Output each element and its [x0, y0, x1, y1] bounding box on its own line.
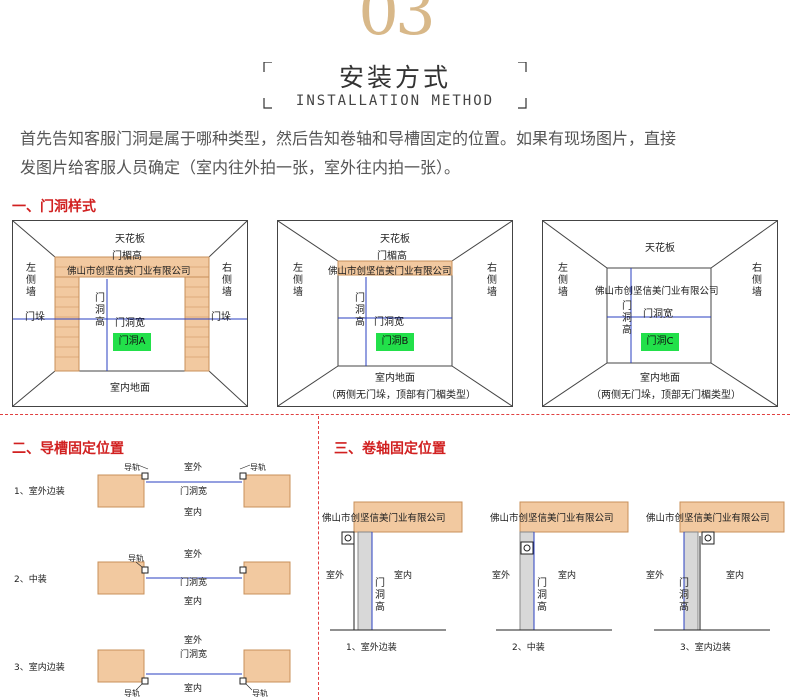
rail-label-right: 导轨: [250, 463, 266, 472]
intro-line-2: 发图片给客服人员确定（室内往外拍一张，室外往内拍一张）。: [20, 158, 461, 177]
width-label: 门洞宽: [643, 309, 673, 320]
left-wall-label: 左侧墙: [558, 263, 568, 298]
width-label: 门洞宽: [180, 650, 208, 660]
rail-item-3: 室外 门洞宽 室内 导轨 导轨 3、室内边装: [0, 628, 318, 700]
company-label: 佛山市创坚信美门业有限公司: [490, 513, 614, 524]
roller-caption: 1、室外边装: [346, 643, 397, 653]
company-label: 佛山市创坚信美门业有限公司: [67, 266, 191, 277]
rail-item-1-drawing: [97, 464, 291, 508]
roller-item-2: 佛山市创坚信美门业有限公司 室外 室内 门洞高 2、中装: [488, 498, 638, 658]
badge-door-b: 门洞B: [376, 333, 414, 351]
left-wall-label: 左侧墙: [26, 263, 36, 298]
outside-label: 室外: [326, 571, 345, 581]
intro-text: 首先告知客服门洞是属于哪种类型，然后告知卷轴和导槽固定的位置。如果有现场图片，直…: [20, 124, 780, 182]
roller-item-3: 佛山市创坚信美门业有限公司 室外 室内 门洞高 3、室内边装: [640, 498, 790, 658]
height-label: 门洞高: [622, 301, 632, 336]
roller-item-1: 佛山市创坚信美门业有限公司 室外 室内 门洞高 1、室外边装: [322, 498, 472, 658]
company-label: 佛山市创坚信美门业有限公司: [595, 286, 719, 297]
left-wall-label: 左侧墙: [293, 263, 303, 298]
diagram-c-lines: [543, 221, 777, 406]
rail-caption: 3、室内边装: [14, 663, 65, 673]
floor-label: 室内地面: [640, 373, 680, 384]
right-wall-label: 右侧墙: [752, 263, 762, 298]
inside-label: 室内: [184, 597, 203, 607]
pillar-right-label: 门垛: [211, 312, 231, 323]
section3-title: 三、卷轴固定位置: [334, 441, 446, 457]
diagram-a-lines: [13, 221, 247, 406]
rail-label: 导轨: [128, 554, 144, 563]
rail-caption: 1、室外边装: [14, 487, 65, 497]
outside-label: 室外: [184, 463, 203, 473]
rail-caption: 2、中装: [14, 575, 47, 585]
inside-label: 室内: [394, 571, 413, 581]
outside-label: 室外: [492, 571, 511, 581]
roller-item-3-drawing: [654, 501, 785, 631]
type-note: （两侧无门垛，顶部有门楣类型）: [326, 390, 476, 401]
lintel-label: 门楣高: [377, 251, 407, 262]
ceiling-label: 天花板: [645, 243, 675, 254]
title-brackets: [263, 62, 527, 109]
height-label: 门洞高: [375, 578, 385, 613]
width-label: 门洞宽: [180, 487, 208, 497]
roller-caption: 2、中装: [512, 643, 545, 653]
roller-item-1-drawing: [330, 501, 463, 631]
section1-title: 一、门洞样式: [12, 199, 96, 215]
width-label: 门洞宽: [374, 317, 404, 328]
door-diagram-c: 天花板 佛山市创坚信美门业有限公司 左侧墙 右侧墙 门洞高 门洞宽 门洞C 室内…: [542, 220, 778, 407]
inside-label: 室内: [558, 571, 577, 581]
ceiling-label: 天花板: [115, 234, 145, 245]
roller-item-2-drawing: [496, 501, 629, 631]
right-wall-label: 右侧墙: [222, 263, 232, 298]
inside-label: 室内: [726, 571, 745, 581]
roller-caption: 3、室内边装: [680, 643, 731, 653]
pillar-left-label: 门垛: [25, 312, 45, 323]
floor-label: 室内地面: [110, 383, 150, 394]
rail-item-2-drawing: [97, 561, 291, 595]
rail-item-3-drawing: [97, 649, 291, 691]
door-diagram-a: 天花板 门楣高 佛山市创坚信美门业有限公司 左侧墙 右侧墙 门垛 门垛 门洞高 …: [12, 220, 248, 407]
rail-item-2: 导轨 室外 门洞宽 室内 2、中装: [0, 540, 318, 610]
company-label: 佛山市创坚信美门业有限公司: [322, 513, 446, 524]
page-title: 安装方式: [338, 63, 451, 92]
height-label: 门洞高: [679, 578, 689, 613]
inside-label: 室内: [184, 508, 203, 518]
inside-label: 室内: [184, 684, 203, 694]
company-label: 佛山市创坚信美门业有限公司: [646, 513, 770, 524]
badge-door-c: 门洞C: [641, 333, 679, 351]
right-wall-label: 右侧墙: [487, 263, 497, 298]
lintel-label: 门楣高: [112, 251, 142, 262]
badge-door-a: 门洞A: [113, 333, 151, 351]
outside-label: 室外: [184, 636, 203, 646]
rail-label-left: 导轨: [124, 463, 140, 472]
section-number: 03: [358, 0, 435, 50]
section-divider: [0, 414, 790, 415]
ceiling-label: 天花板: [380, 234, 410, 245]
company-label: 佛山市创坚信美门业有限公司: [328, 266, 452, 277]
height-label: 门洞高: [95, 293, 105, 328]
height-label: 门洞高: [537, 578, 547, 613]
height-label: 门洞高: [355, 293, 365, 328]
outside-label: 室外: [184, 550, 203, 560]
rail-item-1: 导轨 导轨 室外 门洞宽 室内 1、室外边装: [0, 455, 318, 525]
floor-label: 室内地面: [375, 373, 415, 384]
section2-title: 二、导槽固定位置: [12, 441, 124, 457]
intro-line-1: 首先告知客服门洞是属于哪种类型，然后告知卷轴和导槽固定的位置。如果有现场图片，直…: [20, 129, 677, 148]
width-label: 门洞宽: [115, 318, 145, 329]
type-note: （两侧无门垛，顶部无门楣类型）: [591, 390, 741, 401]
column-divider: [318, 416, 319, 700]
rail-label-right: 导轨: [252, 689, 268, 698]
page-subtitle: INSTALLATION METHOD: [295, 93, 495, 109]
door-diagram-b: 天花板 门楣高 佛山市创坚信美门业有限公司 左侧墙 右侧墙 门洞高 门洞宽 门洞…: [277, 220, 513, 407]
rail-label-left: 导轨: [124, 689, 140, 698]
diagram-b-lines: [278, 221, 512, 406]
outside-label: 室外: [646, 571, 665, 581]
width-label: 门洞宽: [180, 578, 208, 588]
